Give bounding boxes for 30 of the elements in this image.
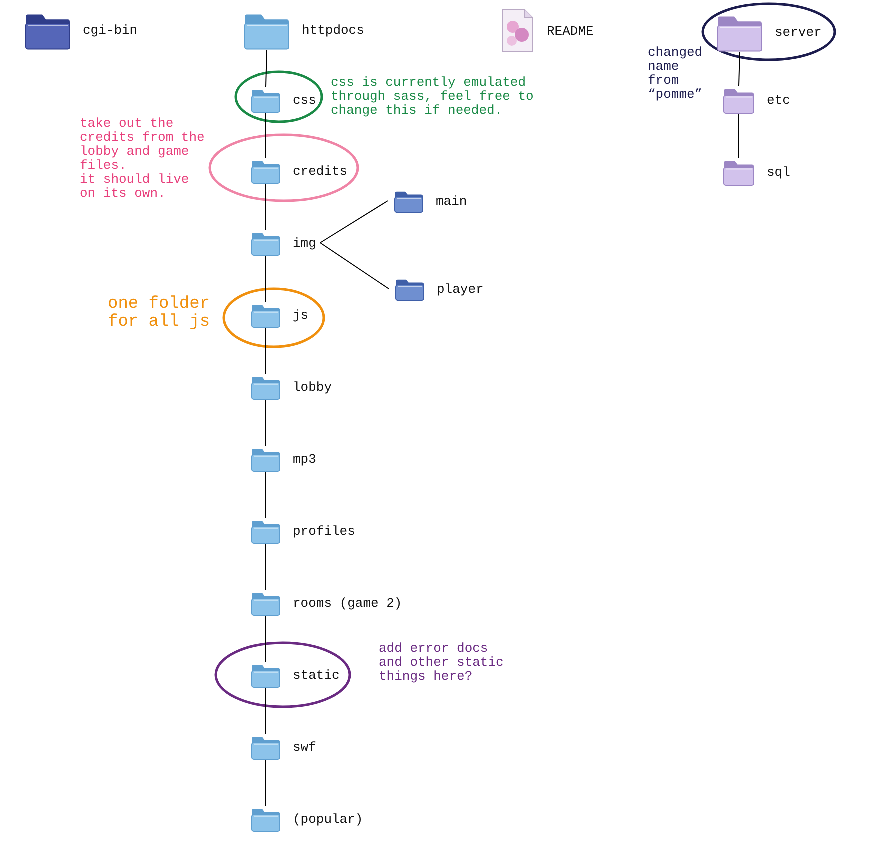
annotation-note: add error docs and other static things here? xyxy=(379,642,505,684)
connector-line xyxy=(320,242,390,290)
folder-label: main xyxy=(436,194,468,208)
folder-label: profiles xyxy=(293,524,356,538)
annotation-note: css is currently emulated through sass, feel free to change this if needed. xyxy=(331,76,535,118)
folder-label: cgi-bin xyxy=(83,22,138,38)
folder-label: static xyxy=(293,668,340,682)
annotation-note: changed name from “pomme” xyxy=(648,46,704,102)
folder-label: httpdocs xyxy=(302,22,364,38)
folder-label: README xyxy=(547,24,594,38)
folder-label: credits xyxy=(293,164,348,178)
folder-label: etc xyxy=(767,92,790,108)
annotation-note: it should live on its own. xyxy=(80,173,190,202)
folder-label: lobby xyxy=(293,380,332,394)
folder-label: sql xyxy=(767,164,790,180)
annotation-note: one folder for all js xyxy=(108,296,212,333)
folder-label: player xyxy=(437,282,484,296)
connector-line xyxy=(738,114,740,158)
folder-label: swf xyxy=(293,740,316,754)
connector-line xyxy=(738,52,740,86)
folder-label: (popular) xyxy=(293,812,364,826)
folder-label: css xyxy=(293,92,316,108)
annotation-note: take out the credits from the lobby and game files. xyxy=(80,117,206,174)
connector-line xyxy=(320,200,388,244)
folder-label: server xyxy=(775,24,822,40)
folder-label: rooms (game 2) xyxy=(293,596,402,610)
connector-line xyxy=(266,50,268,88)
folder-label: mp3 xyxy=(293,452,316,466)
folder-label: js xyxy=(293,308,309,322)
folder-label: img xyxy=(293,236,316,250)
